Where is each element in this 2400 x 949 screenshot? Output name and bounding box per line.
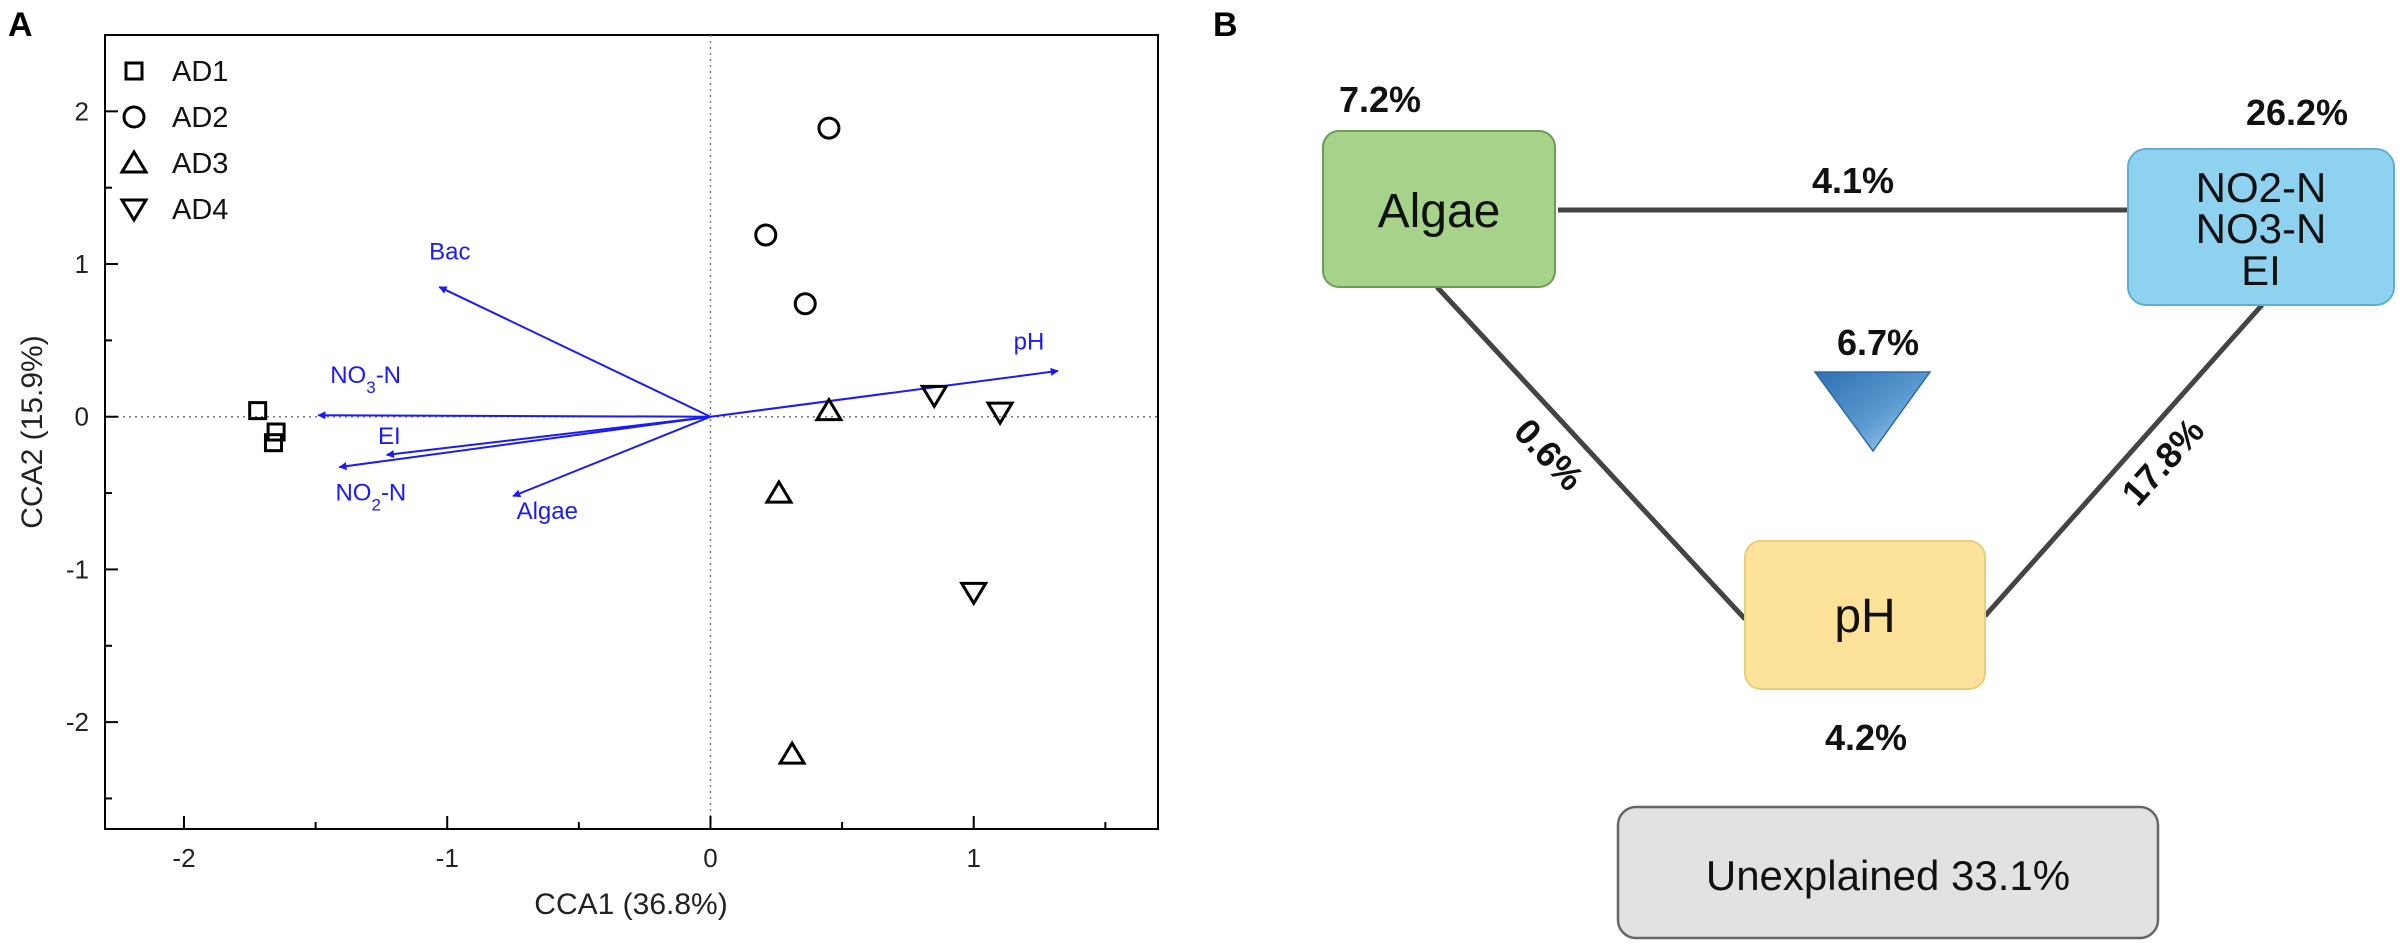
x-tick-label: 1 (966, 843, 980, 873)
data-point-ad3 (764, 479, 794, 504)
nitrogen-box-line-2: NO3-N (2196, 205, 2327, 252)
y-tick-label: -2 (66, 707, 89, 737)
algae-unique-pct: 7.2% (1339, 79, 1421, 120)
data-point-ad2 (754, 223, 778, 247)
y-tick-label: 0 (75, 402, 89, 432)
data-point-ad1 (263, 433, 283, 453)
data-point-ad4 (959, 581, 989, 607)
data-point-ad1 (248, 401, 268, 421)
shared-algae-ph-pct: 0.6% (1506, 410, 1592, 498)
vector-arrow (438, 286, 711, 418)
nitrogen-box-line-1: NO2-N (2196, 164, 2327, 211)
data-point-ad3 (814, 396, 844, 422)
vector-arrow (338, 415, 711, 471)
legend-marker-ad1 (124, 61, 144, 81)
sample-points (248, 116, 1015, 765)
shared-nitrogen-ph-pct: 17.8% (2113, 410, 2212, 513)
nitrogen-unique-pct: 26.2% (2246, 92, 2348, 133)
vector-label: NO2-N (335, 480, 406, 515)
vector-label: NO3-N (330, 362, 401, 397)
vector-arrow (710, 367, 1059, 418)
legend-label-ad4: AD4 (172, 194, 228, 226)
plot-frame (104, 34, 1159, 830)
y-tick-label: 2 (75, 96, 89, 126)
shared-all-triangle-icon (1813, 371, 1932, 453)
legend-label-ad3: AD3 (172, 148, 228, 180)
vector-label: pH (1014, 329, 1045, 356)
data-point-ad3 (777, 740, 807, 765)
data-point-ad2 (793, 292, 817, 316)
legend-label-ad2: AD2 (172, 102, 228, 134)
variation-partitioning-diagram: Algae NO2-N NO3-N EI pH Unexplained 33.1… (1322, 79, 2395, 940)
axis-ticks: -2 -1 0 1 -2 -1 0 1 2 (66, 34, 1107, 873)
y-axis-title: CCA2 (15.9%) (16, 335, 49, 528)
data-point-ad2 (817, 116, 841, 140)
legend-marker-ad2 (122, 105, 146, 129)
algae-box-label: Algae (1378, 185, 1501, 238)
shared-all-pct: 6.7% (1837, 322, 1919, 363)
panel-b-label: B (1213, 6, 1238, 44)
reference-lines (105, 35, 1158, 829)
edge-nitrogen-ph (1983, 303, 2264, 618)
shared-algae-nitrogen-pct: 4.1% (1812, 160, 1894, 201)
x-tick-label: -1 (436, 843, 459, 873)
edge-algae-ph (1435, 285, 1747, 621)
data-point-ad4 (985, 401, 1015, 427)
vector-arrow (512, 415, 711, 498)
nitrogen-box-line-3: EI (2241, 247, 2281, 294)
x-tick-label: -2 (172, 843, 195, 873)
data-point-ad4 (919, 384, 949, 410)
ph-box (1744, 540, 1986, 690)
y-tick-label: 1 (75, 249, 89, 279)
data-point-ad1 (266, 422, 286, 442)
algae-box (1322, 130, 1556, 288)
vector-arrow (317, 411, 711, 420)
x-axis-title: CCA1 (36.8%) (534, 888, 727, 921)
ph-box-label: pH (1834, 590, 1895, 643)
legend-marker-ad3 (119, 149, 149, 174)
x-tick-label: 0 (703, 843, 717, 873)
unexplained-box (1616, 805, 2160, 940)
vector-label: Bac (429, 238, 470, 265)
vector-label: Algae (517, 498, 578, 525)
unexplained-label: Unexplained 33.1% (1706, 852, 2070, 899)
legend-marker-ad4 (119, 198, 149, 223)
legend-label-ad1: AD1 (172, 56, 228, 88)
ph-unique-pct: 4.2% (1825, 717, 1907, 758)
vector-label: EI (378, 423, 401, 450)
nitrogen-box (2127, 148, 2395, 306)
panel-a-label: A (8, 6, 33, 44)
y-tick-label: -1 (66, 554, 89, 584)
